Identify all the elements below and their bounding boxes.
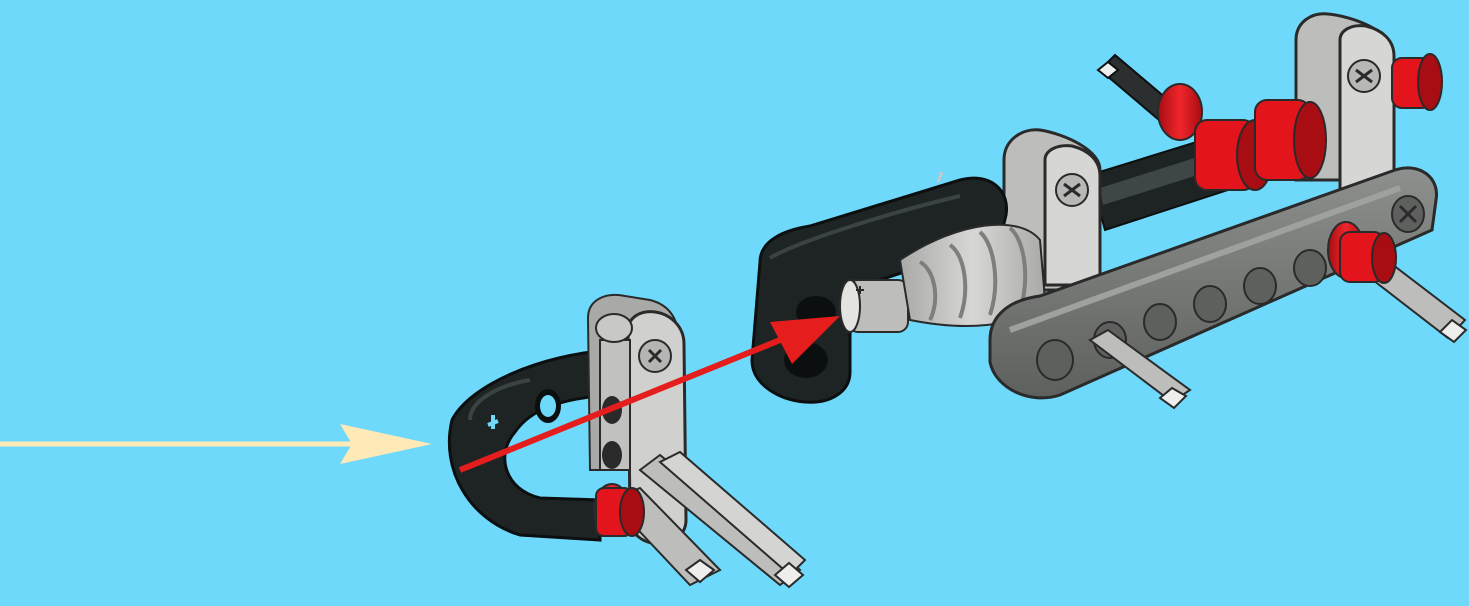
large-subassembly bbox=[752, 14, 1466, 408]
pointer-arrow bbox=[0, 424, 432, 464]
red-bush bbox=[594, 484, 644, 536]
liftarm-black-bent bbox=[449, 350, 612, 540]
small-subassembly bbox=[449, 295, 805, 587]
